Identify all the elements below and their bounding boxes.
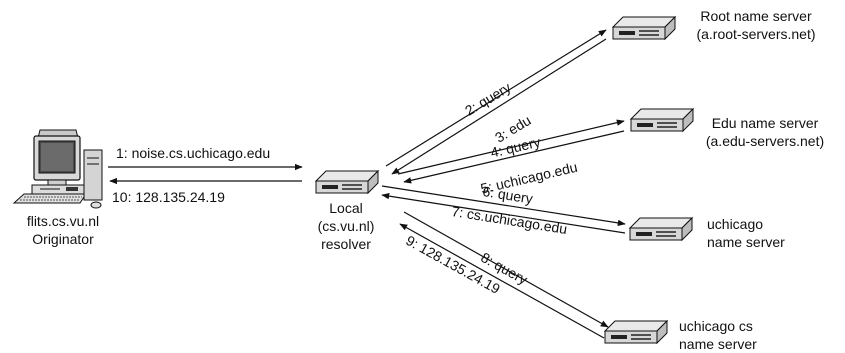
arrow-5 — [403, 130, 625, 184]
uchicago-cs-server-label-2: name server — [679, 336, 757, 352]
local-resolver-icon — [315, 170, 379, 194]
arrow-6 — [381, 185, 626, 227]
edu-server-label: Edu name server — [711, 115, 819, 131]
root-server-label: Root name server — [700, 8, 812, 24]
uchicago-cs-server-icon — [604, 320, 668, 344]
edu-server-icon — [630, 108, 694, 132]
root-server-icon — [612, 16, 676, 40]
uchicago-cs-server-label: uchicago cs — [679, 318, 753, 334]
arrow-4 — [397, 119, 625, 175]
originator-host-label: flits.cs.vu.nl — [26, 213, 100, 229]
resolver-label-line2: (cs.vu.nl) — [317, 218, 375, 234]
arrow-9 — [399, 223, 605, 339]
computer-icon — [12, 129, 103, 209]
uchicago-server-label: uchicago — [707, 216, 764, 232]
arrow-8 — [403, 211, 609, 328]
arrow-3 — [391, 38, 607, 175]
uchicago-server-icon — [629, 217, 693, 241]
step-1-label: 1: noise.cs.uchicago.edu — [116, 145, 271, 161]
resolver-label-line3: resolver — [321, 236, 371, 252]
originator-role-label: Originator — [32, 231, 94, 247]
root-server-host: (a.root-servers.net) — [696, 26, 816, 42]
arrow-2 — [385, 29, 607, 167]
resolver-label-line1: Local — [329, 200, 363, 216]
arrow-7 — [381, 192, 626, 234]
step-10-label: 10: 128.135.24.19 — [112, 189, 225, 205]
uchicago-server-label-2: name server — [707, 234, 785, 250]
edu-server-host: (a.edu-servers.net) — [705, 133, 825, 149]
